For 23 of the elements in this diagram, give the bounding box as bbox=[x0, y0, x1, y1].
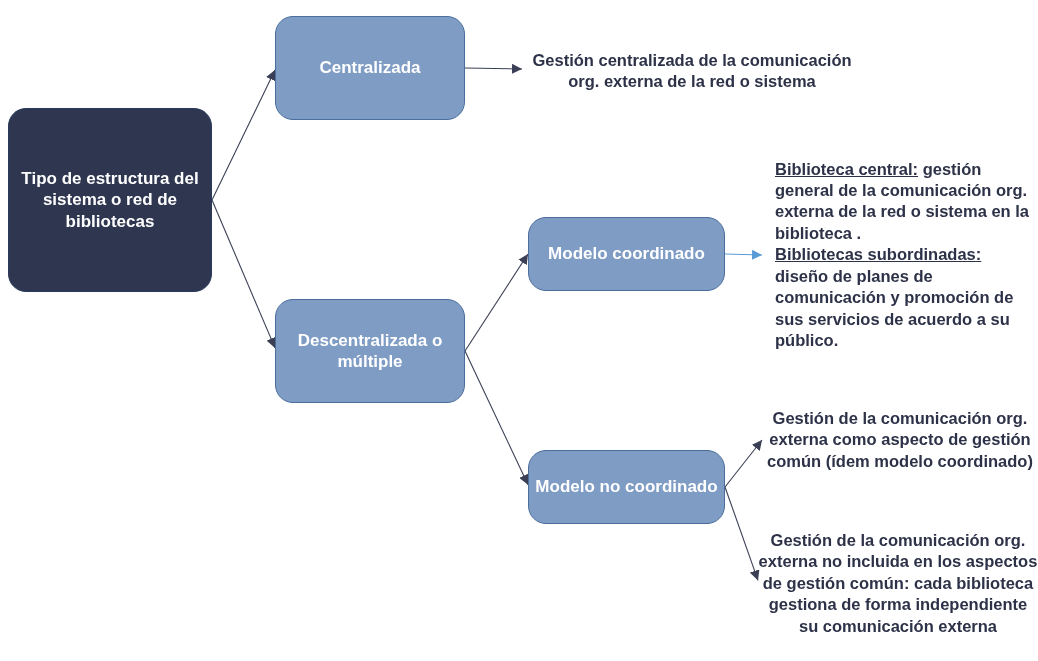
box-label: Modelo no coordinado bbox=[535, 476, 718, 498]
box-label: Descentralizada o múltiple bbox=[296, 329, 444, 373]
arrow bbox=[724, 249, 763, 260]
description-text: Bibliotecas subordinadas: diseño de planes de comunicación y promoción de sus servicios de acuerdo a su público. bbox=[775, 244, 1015, 352]
box-label: Modelo coordinado bbox=[548, 243, 705, 265]
process-box bbox=[275, 16, 465, 120]
description-text: Gestión de la comunicación org. externa como aspecto de gestión común (ídem modelo coordinado) bbox=[766, 407, 1034, 472]
arrow bbox=[464, 253, 529, 352]
description-text: Biblioteca central: gestión general de la comunicación org. externa de la red o sistema en la biblioteca . bbox=[775, 158, 1031, 244]
box-label: Centralizada bbox=[319, 57, 421, 79]
description-text: Gestión centralizada de la comunicación org. externa de la red o sistema bbox=[531, 49, 853, 92]
arrow bbox=[464, 63, 523, 74]
process-box bbox=[528, 217, 725, 291]
description-text: Gestión de la comunicación org. externa no incluida en los aspectos de gestión común: cada biblioteca gestiona de forma independiente su comunicación externa bbox=[758, 529, 1038, 637]
box-label: Tipo de estructura del sistema o red de bibliotecas bbox=[20, 168, 200, 232]
arrow bbox=[211, 69, 276, 201]
process-box bbox=[528, 450, 725, 524]
process-box bbox=[275, 299, 465, 403]
category-box bbox=[8, 108, 212, 292]
arrow bbox=[724, 439, 763, 488]
arrow bbox=[464, 350, 529, 486]
arrow bbox=[724, 486, 760, 581]
arrow bbox=[211, 199, 276, 349]
